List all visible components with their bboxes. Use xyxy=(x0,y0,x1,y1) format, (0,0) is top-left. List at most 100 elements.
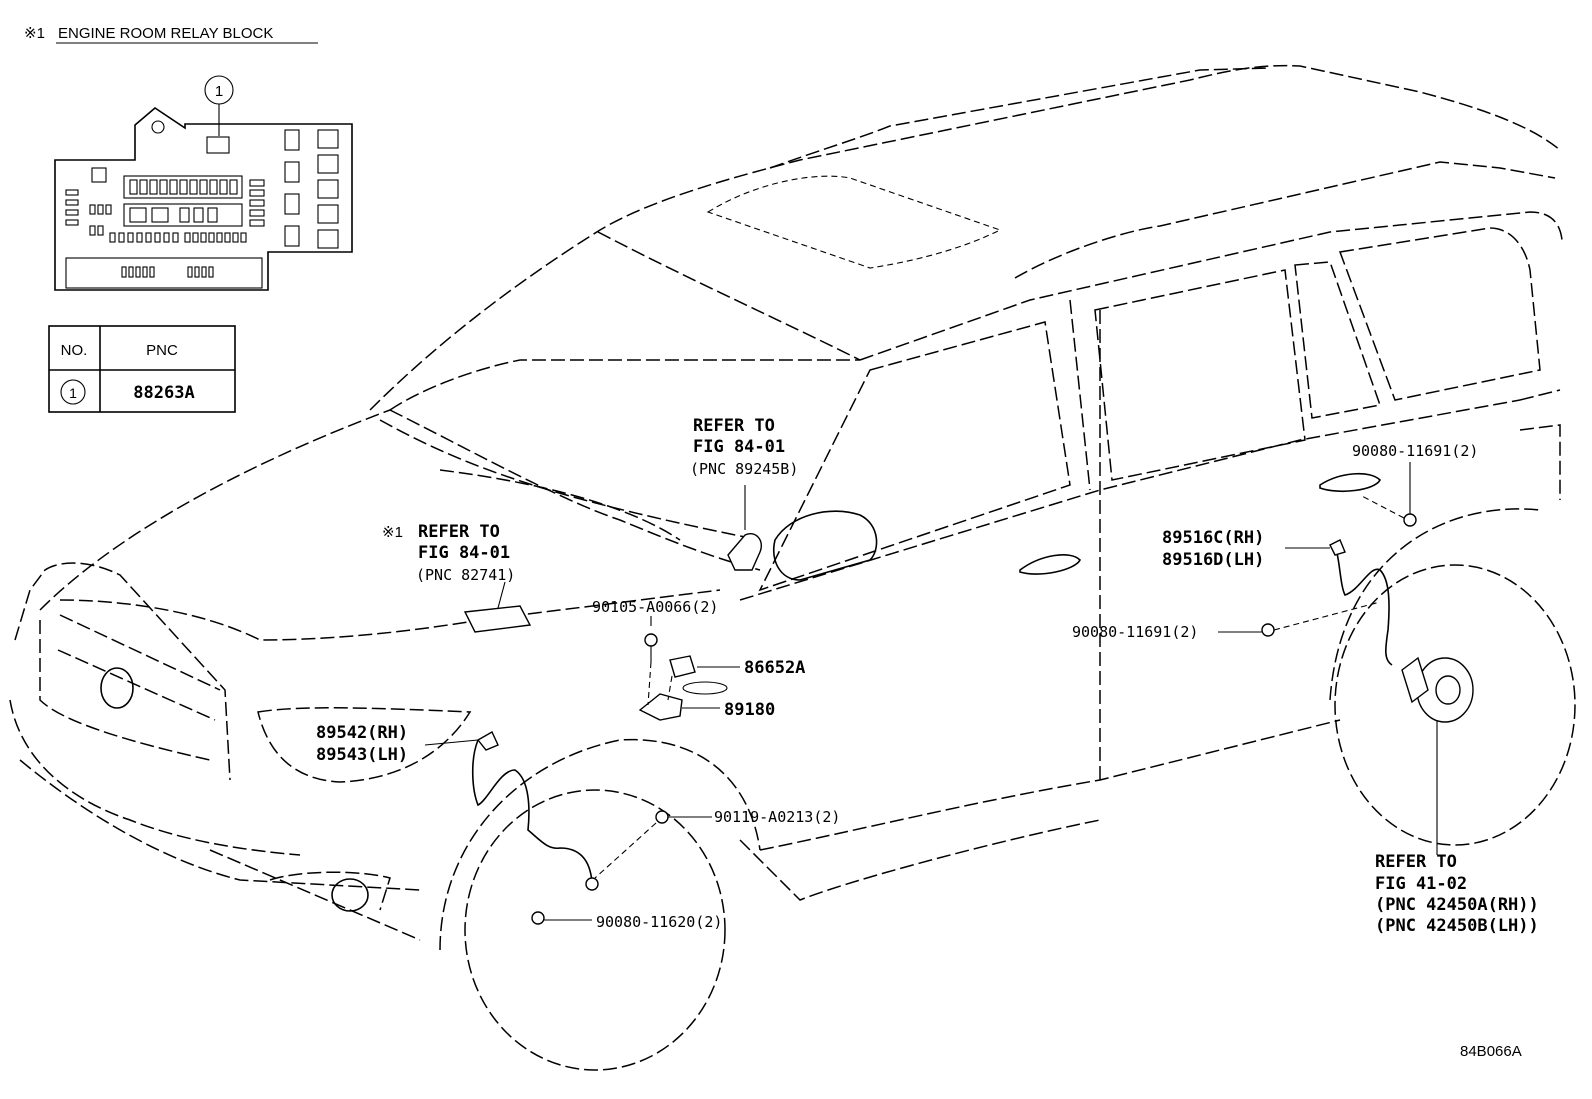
label-90080-11691-top: 90080-11691(2) xyxy=(1352,442,1478,460)
refer-89245-line2: FIG 84-01 xyxy=(693,437,785,457)
label-90105: 90105-A0066(2) xyxy=(592,598,718,616)
components xyxy=(424,462,1474,925)
relay-slot xyxy=(219,179,228,195)
refer-42450-line4: (PNC 42450B(LH)) xyxy=(1375,916,1539,936)
relay-slot xyxy=(129,207,147,223)
relay-slot xyxy=(142,266,148,278)
callout-number: 1 xyxy=(215,83,223,100)
relay-slot xyxy=(199,179,208,195)
relay-slot xyxy=(169,179,178,195)
relay-slot xyxy=(154,232,161,243)
relay-slot xyxy=(135,266,141,278)
relay-slot xyxy=(109,232,116,243)
relay-slot xyxy=(179,179,188,195)
relay-slot xyxy=(172,232,179,243)
relay-slot xyxy=(249,199,265,207)
label-90080-11691-mid: 90080-11691(2) xyxy=(1072,623,1198,641)
relay-slot xyxy=(89,225,96,236)
relay-slot xyxy=(149,179,158,195)
relay-slot xyxy=(118,232,125,243)
relay-slot xyxy=(145,232,152,243)
relay-slot xyxy=(136,232,143,243)
relay-slot xyxy=(317,179,339,199)
relay-slot xyxy=(208,232,215,243)
relay-slot xyxy=(179,207,190,223)
relay-slot xyxy=(65,189,79,196)
label-89542: 89542(RH) xyxy=(316,723,408,743)
relay-slot xyxy=(163,232,170,243)
relay-slot xyxy=(128,266,134,278)
refer-82741-line3: (PNC 82741) xyxy=(416,566,515,584)
relay-slot xyxy=(317,129,339,149)
relay-slot xyxy=(208,266,214,278)
relay-slot xyxy=(192,232,199,243)
label-89543: 89543(LH) xyxy=(316,745,408,765)
table-header-no: NO. xyxy=(61,342,88,359)
relay-slot xyxy=(224,232,231,243)
relay-slot xyxy=(232,232,239,243)
relay-slot xyxy=(284,193,300,215)
relay-slot xyxy=(229,179,238,195)
label-90119: 90119-A0213(2) xyxy=(714,808,840,826)
refer-82741-line1: REFER TO xyxy=(418,522,500,542)
relay-slot xyxy=(65,209,79,216)
relay-block-title: ENGINE ROOM RELAY BLOCK xyxy=(58,25,273,42)
refer-42450-line1: REFER TO xyxy=(1375,852,1457,872)
vehicle-outline xyxy=(9,64,1576,1071)
pnc-table: NO. PNC 1 88263A xyxy=(48,325,236,413)
refer-42450-line2: FIG 41-02 xyxy=(1375,874,1467,894)
relay-slot xyxy=(149,266,155,278)
table-header-pnc: PNC xyxy=(146,342,178,359)
relay-slot xyxy=(65,199,79,206)
table-cell-pnc: 88263A xyxy=(133,383,194,403)
header: ※1 ENGINE ROOM RELAY BLOCK xyxy=(24,25,318,44)
relay-slot xyxy=(97,225,104,236)
relay-slot xyxy=(209,179,218,195)
relay-slot xyxy=(317,204,339,224)
relay-slot xyxy=(249,219,265,227)
relay-slot xyxy=(105,204,112,215)
relay-slot xyxy=(216,232,223,243)
relay-slot xyxy=(201,266,207,278)
relay-slot xyxy=(249,209,265,217)
label-89180: 89180 xyxy=(724,700,775,720)
relay-slot xyxy=(284,129,300,151)
refer-89245-line3: (PNC 89245B) xyxy=(690,460,798,478)
relay-slot xyxy=(240,232,247,243)
relay-slot xyxy=(317,229,339,249)
relay-slot xyxy=(200,232,207,243)
relay-slot xyxy=(284,225,300,247)
relay-slot xyxy=(97,204,104,215)
label-90080-11620: 90080-11620(2) xyxy=(596,913,722,931)
table-cell-no: 1 xyxy=(69,385,77,401)
relay-slot xyxy=(127,232,134,243)
relay-slot xyxy=(193,207,204,223)
relay-slot xyxy=(65,219,79,226)
relay-slot xyxy=(249,179,265,187)
label-89516c: 89516C(RH) xyxy=(1162,528,1264,548)
relay-slot xyxy=(189,179,198,195)
relay-slot xyxy=(194,266,200,278)
refer-89245-line1: REFER TO xyxy=(693,416,775,436)
relay-slot xyxy=(139,179,148,195)
relay-slot xyxy=(317,154,339,174)
callout-labels: REFER TO FIG 84-01 (PNC 89245B) ※1 REFER… xyxy=(316,416,1539,1060)
label-86652a: 86652A xyxy=(744,658,805,678)
relay-slot xyxy=(249,189,265,197)
label-89516d: 89516D(LH) xyxy=(1162,550,1264,570)
relay-slot xyxy=(184,232,191,243)
relay-slot xyxy=(121,266,127,278)
refer-42450-line3: (PNC 42450A(RH)) xyxy=(1375,895,1539,915)
relay-slot xyxy=(187,266,193,278)
relay-slot xyxy=(207,207,218,223)
relay-slot xyxy=(89,204,96,215)
relay-slot xyxy=(284,161,300,183)
refer-82741-mark: ※1 xyxy=(382,524,403,541)
note-mark: ※1 xyxy=(24,25,45,42)
figure-id: 84B066A xyxy=(1460,1043,1522,1060)
refer-82741-line2: FIG 84-01 xyxy=(418,543,510,563)
relay-slot xyxy=(159,179,168,195)
relay-slot xyxy=(151,207,169,223)
relay-block-drawing: 1 xyxy=(54,75,353,291)
